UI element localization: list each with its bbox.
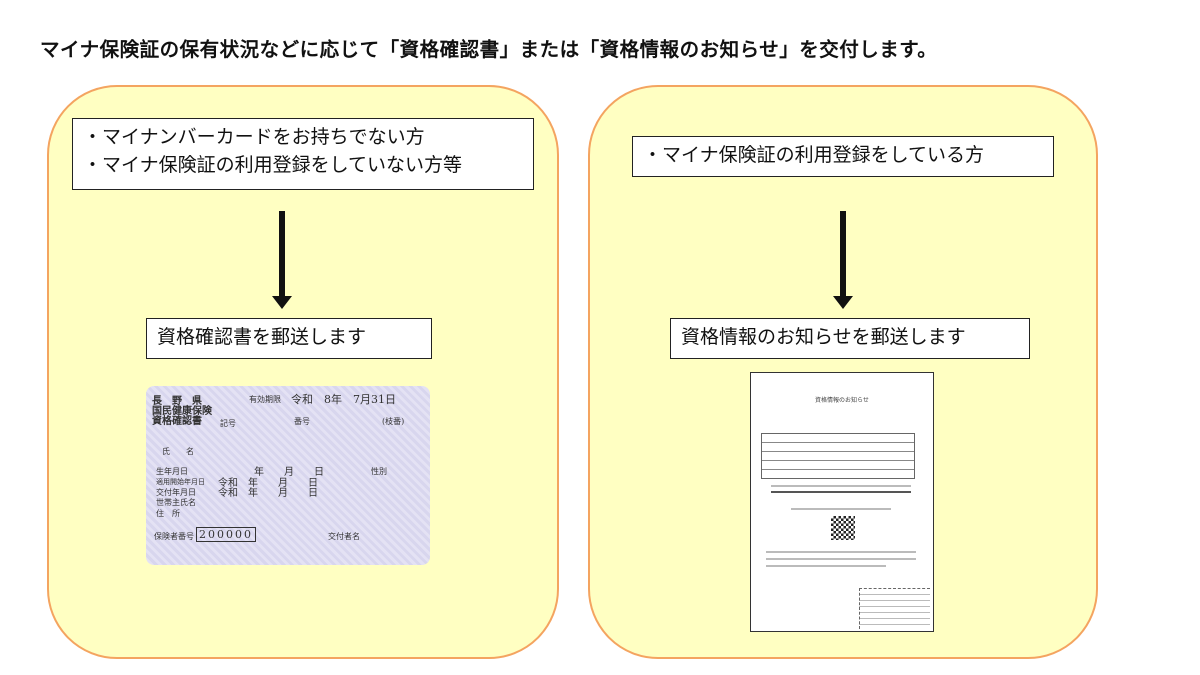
right-condition-box: ・マイナ保険証の利用登録をしている方 <box>632 136 1054 177</box>
page-title: マイナ保険証の保有状況などに応じて「資格確認書」または「資格情報のお知らせ」を交… <box>40 38 938 61</box>
condition-text: ・マイナンバーカードをお持ちでない方 <box>83 126 425 148</box>
right-result-box: 資格情報のお知らせを郵送します <box>670 318 1030 359</box>
left-result-box: 資格確認書を郵送します <box>146 318 432 359</box>
down-arrow-icon <box>833 211 853 309</box>
eligibility-info-notice-image: 資格情報のお知らせ <box>750 372 934 632</box>
notice-title: 資格情報のお知らせ <box>815 397 869 404</box>
eligibility-certificate-image: 長 野 県 国民健康保険 資格確認書 有効期限 令和 8年 7月31日 記号 番… <box>146 386 430 565</box>
left-condition-box: ・マイナンバーカードをお持ちでない方 ・マイナ保険証の利用登録をしていない方等 <box>72 118 534 190</box>
condition-text: ・マイナ保険証の利用登録をしていない方等 <box>83 154 463 176</box>
down-arrow-icon <box>272 211 292 309</box>
